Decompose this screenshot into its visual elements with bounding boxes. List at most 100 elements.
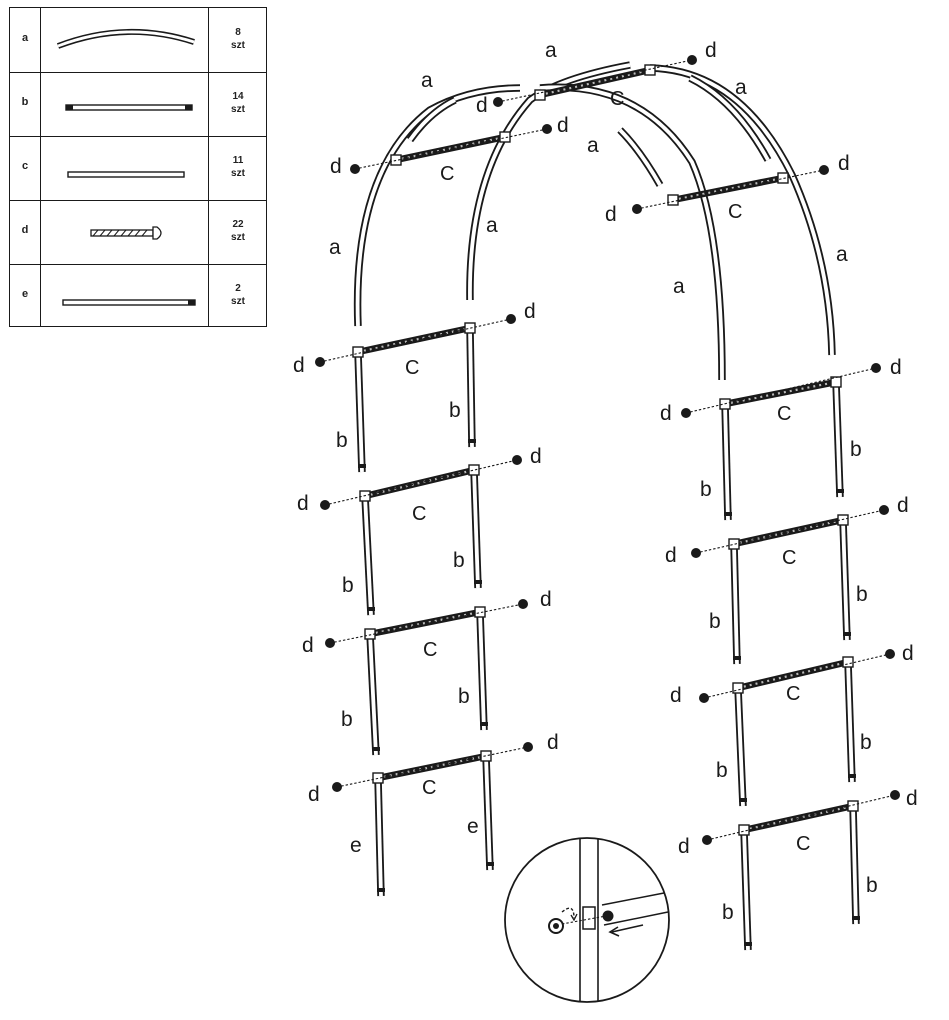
- tube-segment: [482, 755, 494, 871]
- bolt: [493, 55, 697, 107]
- tube-segment: [849, 805, 860, 925]
- part-letter: e: [21, 288, 29, 300]
- tube-segment: [366, 633, 380, 756]
- tube-segment: [361, 495, 375, 616]
- part-label-b: b: [453, 549, 465, 572]
- part-label-b: b: [716, 759, 728, 782]
- part-label-d: d: [540, 588, 552, 611]
- part-label-b: b: [709, 610, 721, 633]
- part-label-d: d: [605, 203, 617, 226]
- part-label-a: a: [545, 39, 557, 62]
- part-label-d: d: [557, 114, 569, 137]
- tube-end: [843, 632, 851, 636]
- tube-end: [733, 656, 741, 660]
- part-label-d: d: [906, 787, 918, 810]
- connector-bar: [352, 322, 476, 358]
- tube-group: [353, 61, 860, 951]
- part-label-d: d: [660, 402, 672, 425]
- tube-segment: [470, 469, 482, 589]
- part-label-b: b: [860, 731, 872, 754]
- tube-end: [724, 512, 732, 516]
- tube-segment: [476, 611, 488, 731]
- part-label-e: e: [350, 834, 362, 857]
- bolt: [332, 742, 533, 792]
- part-label-c: C: [423, 639, 437, 661]
- tube-segment: [832, 381, 844, 498]
- part-label-a: a: [836, 243, 848, 266]
- tube-end: [836, 489, 844, 493]
- part-label-c: C: [777, 403, 791, 425]
- part-label-c: C: [782, 547, 796, 569]
- part-label-e: e: [467, 815, 479, 838]
- part-label-b: b: [700, 478, 712, 501]
- part-label-d: d: [665, 544, 677, 567]
- connector-bar: [364, 606, 486, 640]
- part-label-d: d: [897, 494, 909, 517]
- tube-end: [744, 942, 752, 946]
- part-letter: c: [21, 160, 29, 172]
- part-label-b: b: [866, 874, 878, 897]
- label-group: aaaaaaaaddddddddddddddddddddddbbbbbbbbbb…: [293, 39, 918, 924]
- part-label-b: b: [850, 438, 862, 461]
- tube-segment: [740, 829, 752, 951]
- arch-tube: [466, 61, 631, 301]
- part-label-d: d: [902, 642, 914, 665]
- connector-bar-icon: [67, 171, 185, 178]
- part-label-a: a: [587, 134, 599, 157]
- tube-end: [474, 580, 482, 584]
- part-label-b: b: [458, 685, 470, 708]
- arch-tube: [688, 74, 772, 162]
- connector-bar-group: [352, 64, 859, 836]
- arch-tube: [353, 84, 521, 327]
- tube-end: [852, 916, 860, 920]
- part-label-b: b: [341, 708, 353, 731]
- short-tube-icon: [65, 104, 193, 111]
- part-label-a: a: [421, 69, 433, 92]
- part-label-c: C: [786, 683, 800, 705]
- tube-segment: [734, 687, 747, 807]
- tube-segment: [721, 403, 732, 521]
- part-label-c: C: [796, 833, 810, 855]
- part-label-d: d: [705, 39, 717, 62]
- bolt-icon: [90, 226, 162, 240]
- tube-end: [480, 722, 488, 726]
- bolt: [632, 165, 829, 214]
- part-label-c: C: [610, 88, 624, 110]
- connector-bar: [728, 514, 849, 550]
- part-label-a: a: [329, 236, 341, 259]
- arch-tube: [406, 96, 457, 143]
- arc-tube-icon: [56, 29, 195, 49]
- part-label-c: C: [728, 201, 742, 223]
- tube-segment: [730, 543, 741, 665]
- tube-end: [372, 747, 380, 751]
- arch-tube: [617, 127, 664, 187]
- arch-tube: [649, 64, 836, 356]
- part-label-d: d: [547, 731, 559, 754]
- arch-tube: [539, 83, 726, 381]
- bolt: [350, 124, 552, 174]
- tube-end: [377, 888, 385, 892]
- part-label-d: d: [524, 300, 536, 323]
- part-label-d: d: [302, 634, 314, 657]
- bolt: [702, 790, 900, 845]
- tube-segment: [466, 327, 476, 448]
- part-letter: b: [21, 96, 29, 108]
- part-letter: d: [21, 224, 29, 236]
- tube-end: [367, 607, 375, 611]
- part-label-a: a: [673, 275, 685, 298]
- bolt: [315, 314, 516, 367]
- bolt: [699, 649, 895, 703]
- part-label-d: d: [293, 354, 305, 377]
- part-label-d: d: [308, 783, 320, 806]
- part-label-b: b: [336, 429, 348, 452]
- part-letter: a: [21, 32, 29, 44]
- tube-end: [848, 774, 856, 778]
- part-label-a: a: [735, 76, 747, 99]
